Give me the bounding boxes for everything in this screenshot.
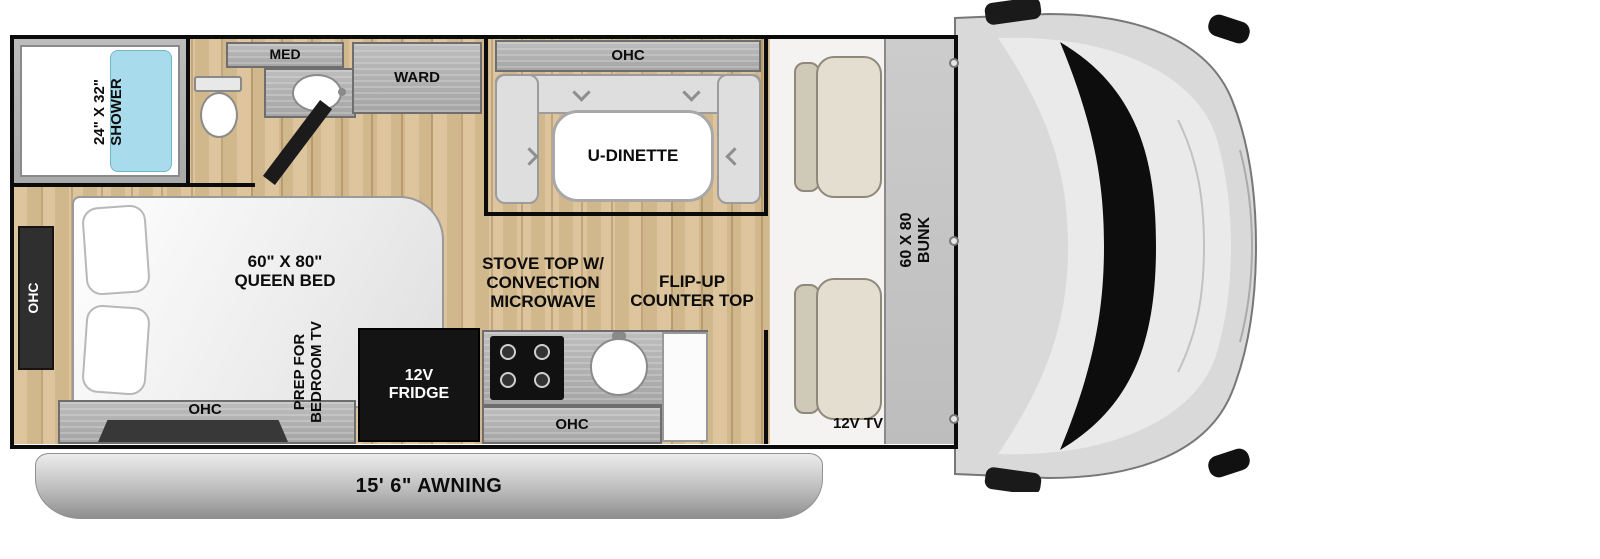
bedroom-dresser bbox=[98, 420, 288, 442]
kitchen-overhead-cabinet: OHC bbox=[482, 406, 662, 444]
wardrobe: WARD bbox=[352, 42, 482, 114]
front-tire-top-icon bbox=[1208, 14, 1250, 44]
bath-faucet-icon bbox=[338, 88, 346, 96]
side-mirror-top-icon bbox=[984, 0, 1042, 25]
u-dinette-label: U-DINETTE bbox=[587, 146, 679, 166]
side-mirror-bottom-icon bbox=[984, 467, 1042, 492]
wall-dinette-left bbox=[484, 38, 488, 216]
windshield bbox=[1060, 42, 1156, 450]
dinette-ohc-label: OHC bbox=[611, 46, 645, 64]
flip-up-counter-label: FLIP-UP COUNTER TOP bbox=[630, 272, 754, 311]
wall-front-upper bbox=[764, 38, 768, 216]
hood-seam-line bbox=[1177, 119, 1206, 373]
cab-front bbox=[954, 0, 1258, 492]
cab-seat bbox=[794, 278, 882, 420]
bed-ohc-bottom-label: OHC bbox=[188, 401, 222, 418]
stove-burner-icon bbox=[500, 344, 516, 360]
toilet-bowl bbox=[200, 92, 238, 138]
seat-backrest bbox=[794, 284, 820, 414]
seat-cushion bbox=[816, 278, 882, 420]
stove-top bbox=[490, 336, 564, 400]
stove-burner-icon bbox=[534, 372, 550, 388]
bunk-label: 60 X 80 BUNK bbox=[898, 212, 933, 268]
bed-overhead-cabinet-left bbox=[18, 226, 54, 370]
dinette-table: U-DINETTE bbox=[552, 110, 714, 202]
bed-ohc-left-label: OHC bbox=[25, 282, 41, 314]
clearance-light-icon bbox=[949, 236, 959, 246]
cab-seat bbox=[794, 56, 882, 198]
shower-label: 24" X 32" SHOWER bbox=[91, 78, 125, 146]
tv-label: 12V TV bbox=[832, 415, 884, 432]
shower-pan bbox=[110, 50, 172, 172]
wall-shower-right bbox=[186, 38, 190, 185]
seat-cushion bbox=[816, 56, 882, 198]
kitchen-sink bbox=[590, 338, 648, 396]
wall-front-lower bbox=[764, 330, 768, 444]
fridge: 12V FRIDGE bbox=[358, 328, 480, 442]
overcab-bunk bbox=[884, 38, 957, 444]
dinette-bench-left bbox=[495, 74, 539, 204]
wall-bath-bottom bbox=[13, 183, 255, 187]
prep-tv-label: PREP FOR BEDROOM TV bbox=[291, 321, 325, 423]
flip-up-counter bbox=[662, 332, 708, 442]
med-label: MED bbox=[269, 46, 301, 63]
dinette-overhead-cabinet: OHC bbox=[495, 40, 761, 72]
awning: 15' 6" AWNING bbox=[35, 453, 823, 519]
ward-label: WARD bbox=[394, 68, 440, 86]
grille-line bbox=[1239, 149, 1254, 343]
stove-burner-icon bbox=[500, 372, 516, 388]
awning-label: 15' 6" AWNING bbox=[355, 474, 503, 497]
front-tire-bottom-icon bbox=[1208, 448, 1250, 478]
clearance-light-icon bbox=[949, 414, 959, 424]
clearance-light-icon bbox=[949, 58, 959, 68]
stove-label: STOVE TOP W/ CONVECTION MICROWAVE bbox=[482, 254, 604, 312]
fridge-label: 12V FRIDGE bbox=[388, 367, 450, 402]
wall-dinette-bottom bbox=[484, 212, 768, 216]
queen-bed-label: 60" X 80" QUEEN BED bbox=[234, 252, 336, 291]
medicine-cabinet: MED bbox=[226, 42, 344, 68]
dinette-bench-right bbox=[717, 74, 761, 204]
toilet-tank bbox=[194, 76, 242, 92]
kitchen-faucet-icon bbox=[612, 332, 626, 340]
kitchen-ohc-label: OHC bbox=[555, 415, 589, 433]
stove-burner-icon bbox=[534, 344, 550, 360]
